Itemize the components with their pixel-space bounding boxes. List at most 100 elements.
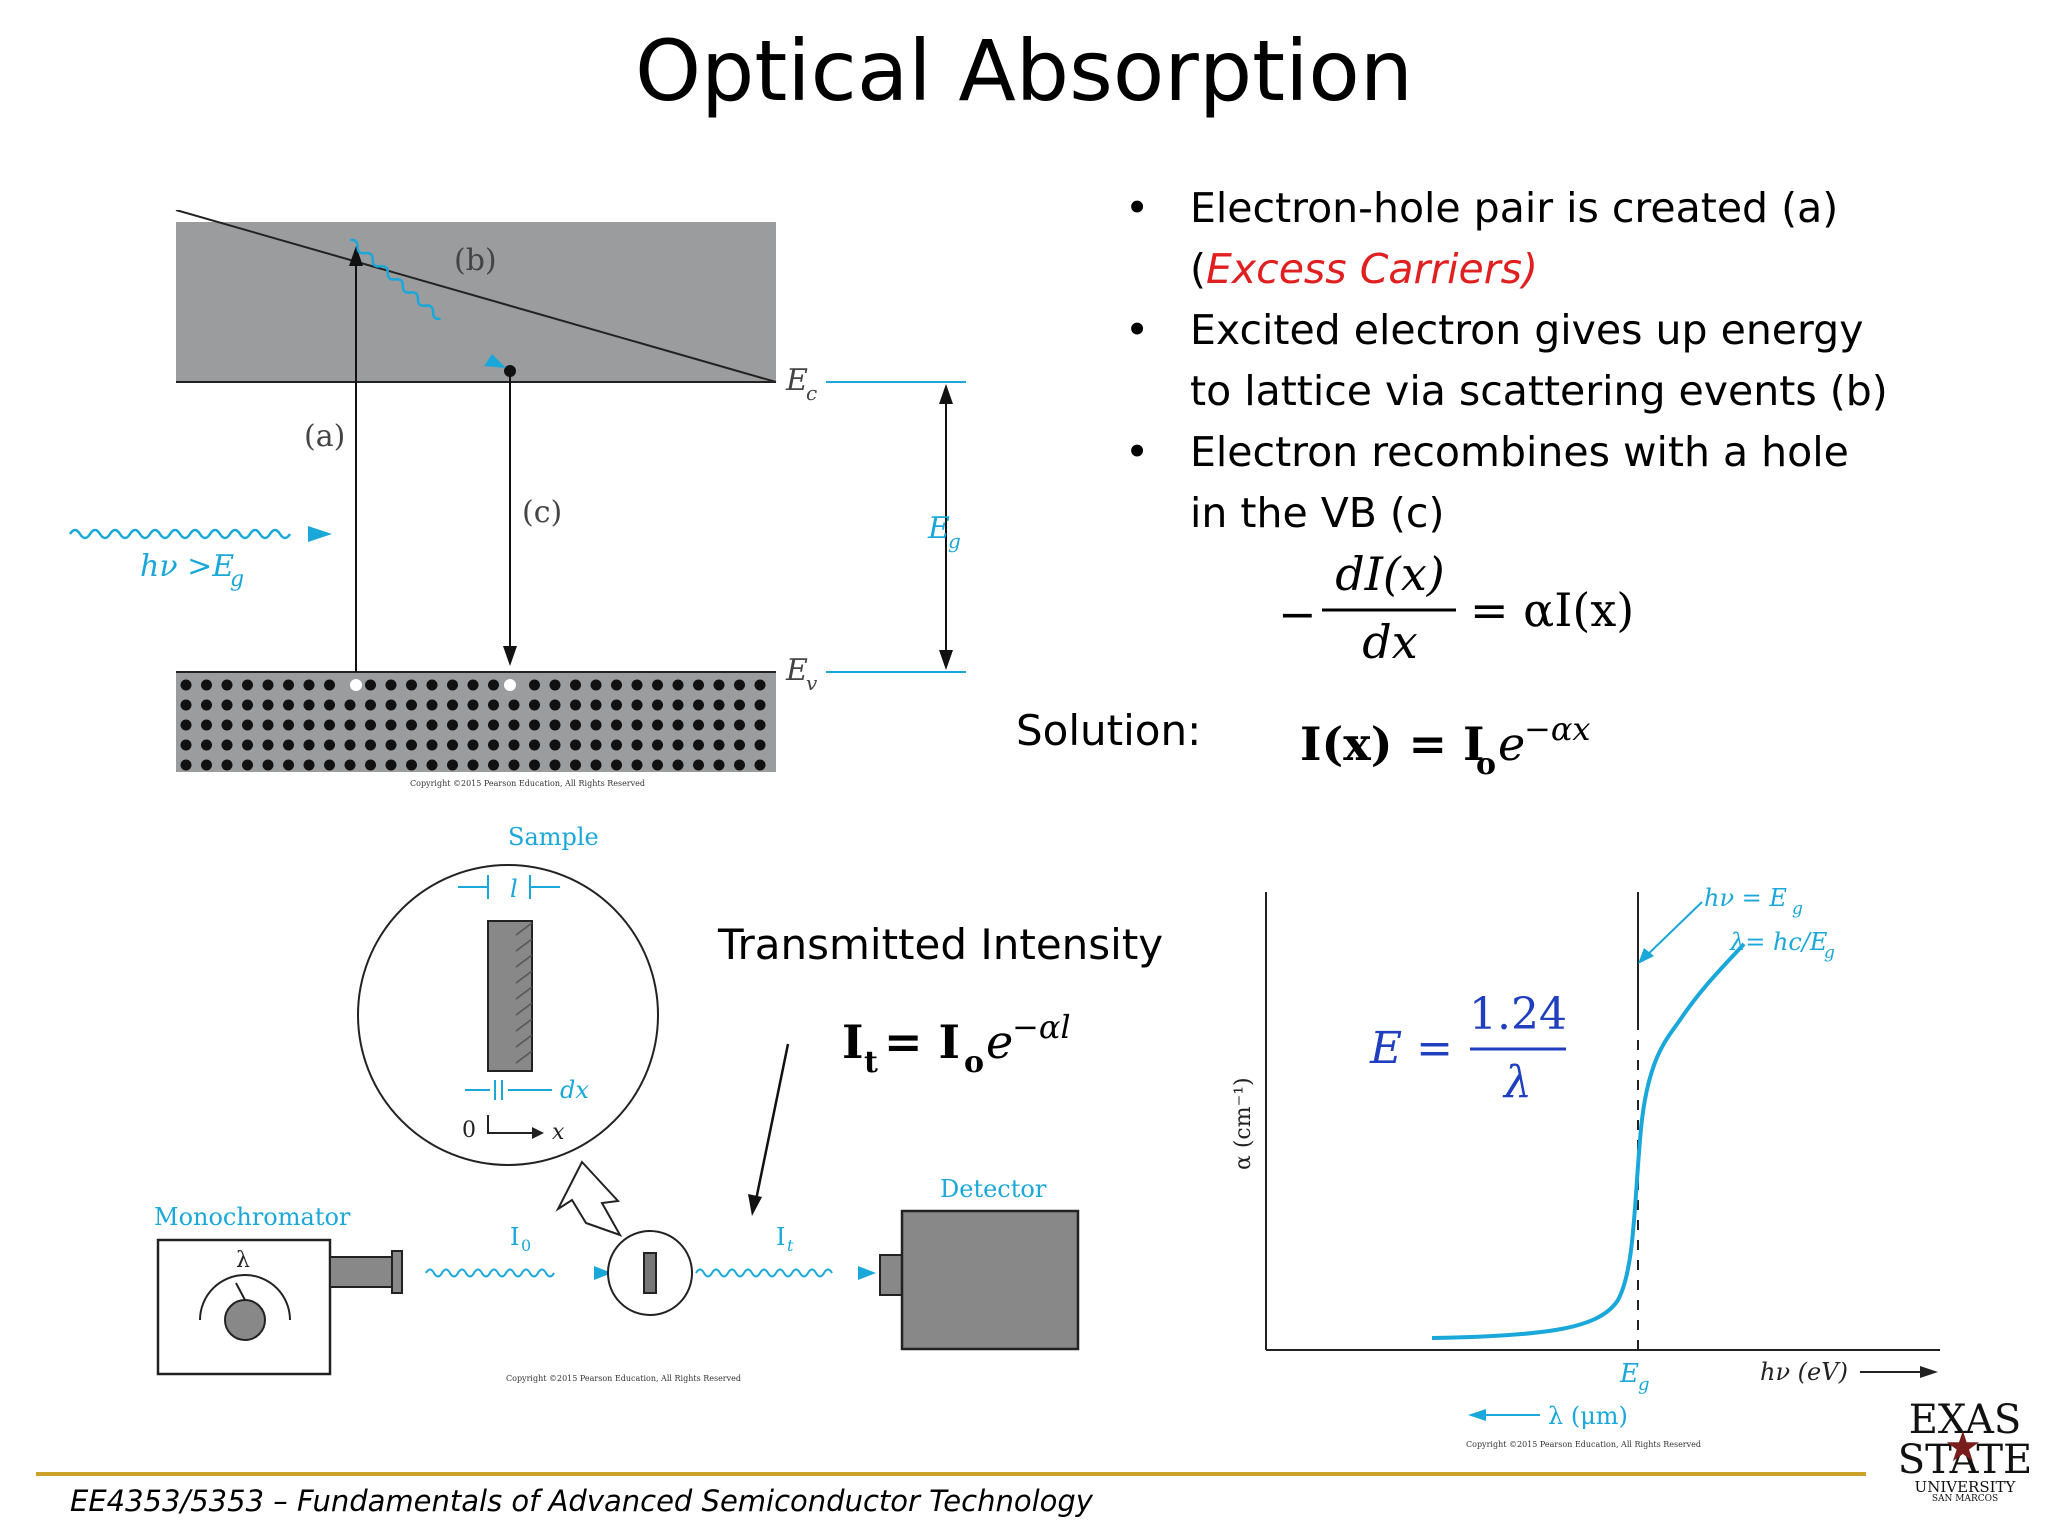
y-axis-label: α (cm⁻¹) [1231, 1077, 1256, 1170]
zoom-pointer [555, 1160, 623, 1237]
electron-dot [406, 699, 417, 711]
electron-dot [447, 719, 458, 731]
sample-small [643, 1252, 657, 1294]
photon-wave [68, 528, 292, 540]
electron-dot [283, 699, 294, 711]
eg-arrow-down [939, 650, 953, 670]
electron-dot [303, 679, 315, 691]
electron-dot [180, 699, 192, 711]
origin-label: 0 [462, 1118, 476, 1143]
dx-label: dx [560, 1076, 589, 1104]
star-icon: ★ [1944, 1422, 1982, 1471]
ec-label-sub: c [806, 381, 817, 405]
electron-dot [488, 699, 499, 711]
electron-dot [488, 739, 499, 751]
electron-dot [385, 719, 397, 731]
monochromator-label: Monochromator [154, 1203, 351, 1231]
transmitted-equation: I t = I o e −αl [842, 1008, 1071, 1080]
electron-dot [590, 679, 602, 691]
electron-dot [426, 719, 438, 731]
equation-denominator: dx [1362, 615, 1417, 669]
electron-dot [570, 759, 581, 771]
solution-equation: I(x) = I o e −αx [1300, 710, 1590, 782]
electron-dot [570, 699, 581, 711]
photon-label-sub: g [230, 567, 244, 592]
detector-box [900, 1209, 1080, 1351]
bullet-list: • Electron-hole pair is created (a) (Exc… [1120, 178, 2020, 544]
photon-arrow-head [308, 526, 332, 542]
measurement-setup: Sample l dx 0 x Monochromator λ I 0 I t … [154, 823, 1080, 1383]
absorption-plot: α (cm⁻¹) hν = E g λ= hc/E g E g hν (eV) … [1231, 884, 1940, 1449]
electron-dot [221, 739, 233, 751]
electron-dot [529, 719, 540, 731]
sample-slab [487, 920, 533, 1072]
electron-dot [303, 699, 315, 711]
university-logo: EXAS STATE UNIVERSITY SAN MARCOS ★ [1890, 1400, 2040, 1504]
electron-dot [631, 699, 643, 711]
electron-dot [570, 719, 581, 731]
electron-dot [324, 699, 335, 711]
electron-dot [324, 679, 335, 691]
electron-dot [508, 759, 520, 771]
it-eq-lhs-sub: t [864, 1045, 878, 1080]
electron-dot [242, 679, 253, 691]
electron-dot [406, 719, 417, 731]
electron-dot [221, 679, 233, 691]
annotation-arrow [1641, 901, 1703, 961]
electron-dot [734, 759, 745, 771]
ev-label: E [785, 653, 808, 688]
bullet-text-cont: in the VB (c) [1190, 489, 1445, 537]
electron-dot [549, 739, 561, 751]
electron-dot [344, 759, 356, 771]
electron-dot [385, 699, 397, 711]
electron-dot [611, 719, 622, 731]
electron-dot [262, 699, 274, 711]
bullet-item: • Electron-hole pair is created (a) (Exc… [1120, 178, 2020, 300]
it-eq-exp-base: e [986, 1015, 1013, 1069]
electron-dot [549, 679, 561, 691]
electron-dot [611, 759, 622, 771]
bullet-dot: • [1125, 184, 1150, 232]
electron-dot [324, 739, 335, 751]
eg-label-sub: g [948, 529, 961, 553]
electron-dot [488, 719, 499, 731]
electron-dot [631, 739, 643, 751]
electron-dot [467, 739, 479, 751]
electron-dot [344, 739, 356, 751]
electron-dot [221, 699, 233, 711]
electron-dot [344, 719, 356, 731]
electron-dot [447, 759, 458, 771]
electron-dot [734, 739, 745, 751]
electron-dot [672, 759, 684, 771]
electron-dot [611, 739, 622, 751]
it-eq-exponent: −αl [1012, 1008, 1071, 1046]
electron-dot [406, 679, 417, 691]
solution-label: Solution: [1016, 706, 1202, 755]
annotation-eg-sub: g [1792, 899, 1803, 919]
electron-dot [201, 699, 212, 711]
electron-dot [365, 759, 376, 771]
electron-dot [590, 739, 602, 751]
electron-dot [652, 739, 663, 751]
transmitted-pointer [748, 1043, 790, 1216]
electron-dot [590, 719, 602, 731]
electron-dot [631, 719, 643, 731]
energy-denominator: λ [1502, 1057, 1532, 1108]
electron-dot [283, 719, 294, 731]
electron-dot [590, 759, 602, 771]
eg-tick-sub: g [1638, 1374, 1650, 1395]
electron-dot [262, 759, 274, 771]
electron-dot [529, 759, 540, 771]
electron-dot [221, 719, 233, 731]
electron-dot [549, 759, 561, 771]
arrow-a-head [349, 246, 363, 266]
electron-dot [713, 759, 725, 771]
footer-course-title: Fundamentals of Advanced Semiconductor T… [287, 1484, 1093, 1518]
electron-dot [508, 739, 520, 751]
electron-dot [201, 719, 212, 731]
logo-line4: SAN MARCOS [1931, 1494, 1999, 1504]
electron-dot [713, 739, 725, 751]
electron-dot [693, 679, 704, 691]
electron-dot [262, 719, 274, 731]
electron-dot [488, 759, 499, 771]
